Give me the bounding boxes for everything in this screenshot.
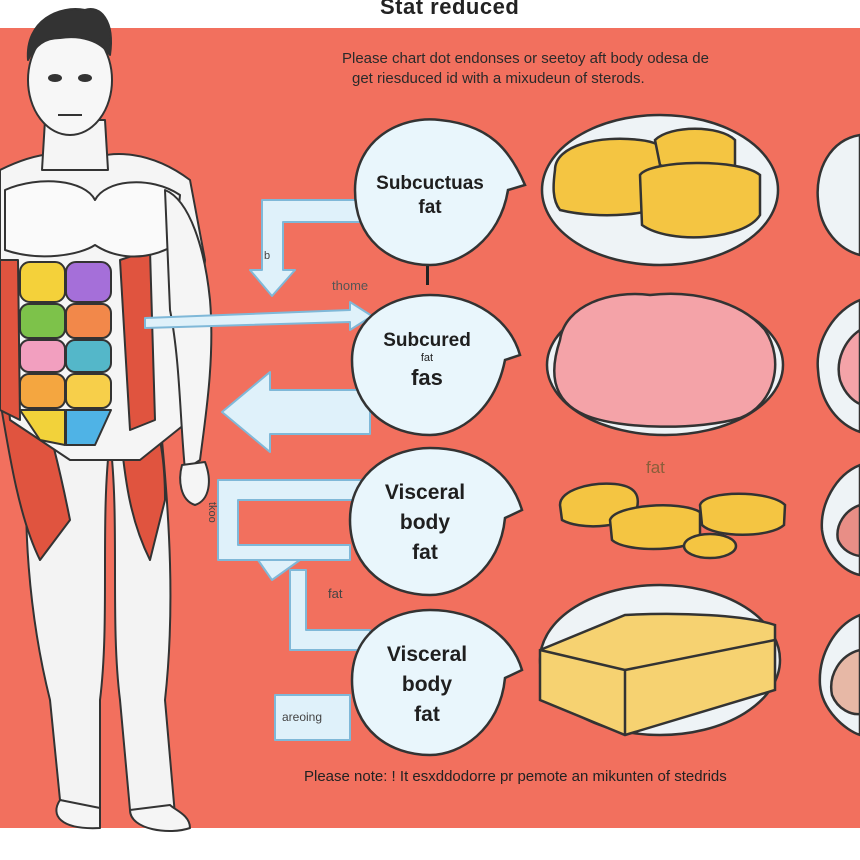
bubble-2 [350, 293, 522, 437]
bubble-1-label: Subcuctuas fat [355, 172, 505, 220]
ab-block-orange-1 [65, 303, 112, 339]
bubble-3 [348, 446, 524, 597]
bubble-1-line-1: Subcuctuas [376, 173, 484, 194]
hair [26, 8, 112, 61]
ab-block-teal [65, 339, 112, 373]
edge-plate-1 [816, 133, 860, 257]
arrow-group [144, 199, 373, 741]
arrow-bracket-middle [217, 479, 371, 561]
food-column [538, 113, 860, 737]
fat-slice-3 [698, 492, 787, 536]
ab-block-pink [19, 339, 66, 373]
ab-block-yellow-2 [65, 373, 112, 409]
footnote: Please note: ! It esxddodorre pr pemote … [304, 768, 727, 785]
bubble-1-line-2: fat [418, 197, 442, 218]
left-eye [48, 74, 62, 82]
edge-meat-4 [830, 648, 860, 716]
arrow-elbow-lower [289, 569, 371, 651]
left-foot [55, 799, 101, 830]
bubble-2-line-2: fat [420, 352, 434, 364]
bubbles [348, 118, 527, 757]
right-foot [129, 804, 191, 832]
label-thome: thome [332, 278, 369, 293]
ab-block-yellow-1 [19, 261, 66, 303]
arrow-left-large [221, 371, 371, 453]
bubble-1 [353, 118, 527, 267]
arrow-bottom-box [274, 694, 351, 741]
intro-line-1: Please chart dot endonses or seetoy aft … [342, 50, 709, 67]
human-figure [0, 8, 213, 832]
ab-block-lower-right [65, 409, 112, 446]
bubble-3-line-2: body [399, 511, 451, 534]
raw-meat [553, 292, 777, 428]
bubble-3-label: Visceral body fat [350, 478, 500, 568]
bubble-2-label: Subcured fat fas [352, 330, 502, 392]
bubble-4-line-3: fat [414, 703, 440, 726]
bubble-4 [350, 608, 524, 757]
label-fat-low: fat [328, 586, 343, 601]
right-hand [179, 461, 210, 506]
bubble-4-line-2: body [401, 673, 453, 696]
intro-line-2: get riesduced id with a mixudeun of ster… [352, 70, 645, 87]
arrow-elbow-down [249, 199, 371, 297]
bubble-4-label: Visceral body fat [352, 640, 502, 730]
right-arm [164, 189, 213, 471]
fat-block [538, 612, 777, 737]
chest [4, 180, 181, 258]
bubble-3-line-3: fat [412, 541, 438, 564]
edge-meat-3 [836, 503, 860, 558]
bubble-4-line-1: Visceral [386, 643, 468, 666]
arrow-up-small [257, 559, 301, 581]
label-side-b: tkoo [206, 502, 218, 523]
bubble-3-line-1: Visceral [384, 481, 466, 504]
cheese-round-3 [638, 161, 762, 239]
right-eye [78, 74, 92, 82]
bottom-margin [0, 828, 860, 860]
label-areoing: areoing [282, 710, 323, 724]
label-side-a: b [264, 250, 271, 262]
divider-tick [426, 265, 429, 285]
fat-block-edge-2 [624, 638, 776, 672]
arrow-figure-to-bubble [144, 301, 373, 331]
bubble-2-line-1: Subcured [383, 330, 471, 351]
fat-slice-2 [608, 504, 702, 551]
edge-meat-2 [837, 328, 860, 406]
bubble-2-line-3: fas [411, 365, 443, 390]
oblique-left [0, 259, 21, 421]
label-fat-mid: fat [646, 458, 665, 477]
ab-block-green [19, 303, 66, 339]
diagram-title: Stat reduced [380, 0, 520, 19]
ab-block-orange-2 [19, 373, 66, 409]
ab-block-purple [65, 261, 112, 303]
fat-slice-4 [682, 532, 738, 560]
